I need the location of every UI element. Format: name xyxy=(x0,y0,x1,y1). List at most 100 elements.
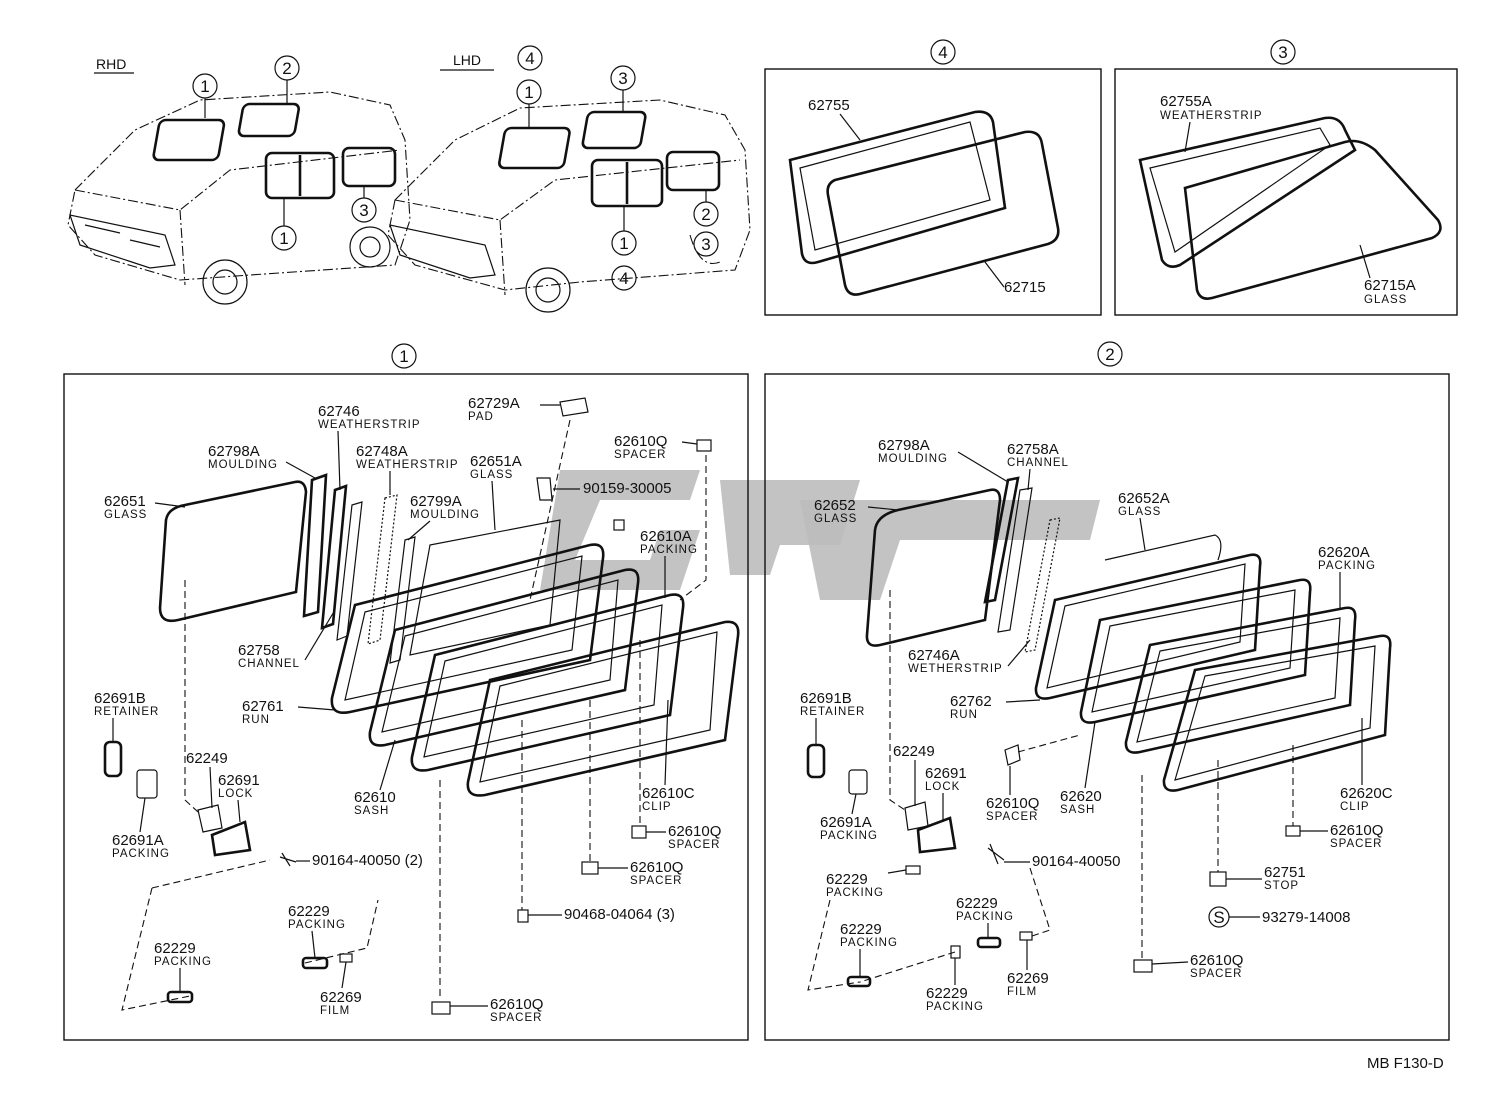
panel-3-nm-glass: GLASS xyxy=(1364,294,1407,306)
p1-pn-62610A: 62610A xyxy=(640,528,692,545)
p2-pn-62620: 62620 xyxy=(1060,788,1102,805)
rhd-marker-1a: 1 xyxy=(192,73,218,118)
p2-nm-spacer-b: SPACER xyxy=(1330,838,1382,850)
p1-nm-packing-691a: PACKING xyxy=(112,848,170,860)
p1-pn-90468-04064: 90468-04064 (3) xyxy=(564,906,675,923)
p2-nm-lock: LOCK xyxy=(925,781,960,793)
p2-pn-62229-a: 62229 xyxy=(826,871,868,888)
p2-nm-packing-a: PACKING xyxy=(1318,560,1376,572)
p1-nm-pad: PAD xyxy=(468,411,494,423)
p2-nm-clip: CLIP xyxy=(1340,801,1370,813)
p1-nm-packing-229a: PACKING xyxy=(288,919,346,931)
p1-pn-62269: 62269 xyxy=(320,989,362,1006)
p2-nm-run: RUN xyxy=(950,709,978,721)
panel-2-marker: 2 xyxy=(1105,345,1114,364)
svg-text:4: 4 xyxy=(525,49,534,68)
p1-pn-62729A: 62729A xyxy=(468,395,520,412)
p1-pn-62610Q-c: 62610Q xyxy=(630,859,683,876)
p1-pn-62229-b: 62229 xyxy=(154,940,196,957)
p1-pn-62249: 62249 xyxy=(186,750,228,767)
p2-pn-62620A: 62620A xyxy=(1318,544,1370,561)
svg-text:3: 3 xyxy=(701,235,710,254)
panel-4-pn-62755: 62755 xyxy=(808,97,850,114)
rhd-label: RHD xyxy=(96,56,126,72)
panel-3-marker: 3 xyxy=(1278,43,1287,62)
panel-1: 1 xyxy=(63,343,749,1041)
svg-text:1: 1 xyxy=(200,77,209,96)
p1-pn-90159-30005: 90159-30005 xyxy=(583,480,671,497)
p2-pn-62229-b: 62229 xyxy=(956,895,998,912)
panel-4: 4 62755 62715 xyxy=(764,39,1102,316)
svg-text:3: 3 xyxy=(618,69,627,88)
panel-3-pn-62715A: 62715A xyxy=(1364,277,1416,294)
p2-pn-90164-40050: 90164-40050 xyxy=(1032,853,1120,870)
p1-nm-packing-229b: PACKING xyxy=(154,956,212,968)
p1-pn-62610: 62610 xyxy=(354,789,396,806)
p1-nm-packing-a: PACKING xyxy=(640,544,698,556)
p2-pn-93279-14008: 93279-14008 xyxy=(1262,909,1350,926)
p1-nm-glass: GLASS xyxy=(104,509,147,521)
p2-pn-62758A: 62758A xyxy=(1007,441,1059,458)
svg-text:1: 1 xyxy=(279,229,288,248)
lhd-marker-4a: 4 xyxy=(517,45,543,71)
p1-pn-62799A: 62799A xyxy=(410,493,462,510)
p1-pn-62746: 62746 xyxy=(318,403,360,420)
p2-pn-62229-d: 62229 xyxy=(926,985,968,1002)
rhd-van-illustration: RHD 1 2 1 3 xyxy=(67,55,411,305)
p2-pn-62751: 62751 xyxy=(1264,864,1306,881)
watermark-logo xyxy=(540,470,1100,600)
p1-nm-channel: CHANNEL xyxy=(238,658,300,670)
svg-text:S: S xyxy=(1213,908,1224,927)
lhd-marker-3a: 3 xyxy=(610,65,636,112)
svg-text:2: 2 xyxy=(282,59,291,78)
p2-pn-62610Q-a: 62610Q xyxy=(986,795,1039,812)
p2-pn-62229-c: 62229 xyxy=(840,921,882,938)
p2-pn-62620C: 62620C xyxy=(1340,785,1393,802)
p1-pn-62610Q-a: 62610Q xyxy=(614,433,667,450)
p1-nm-lock: LOCK xyxy=(218,788,253,800)
panel-4-pn-62715: 62715 xyxy=(1004,279,1046,296)
p1-nm-run: RUN xyxy=(242,714,270,726)
p2-pn-62746A: 62746A xyxy=(908,647,960,664)
p1-nm-weatherstrip-2: WEATHERSTRIP xyxy=(356,459,459,471)
p2-nm-retainer: RETAINER xyxy=(800,706,865,718)
svg-text:4: 4 xyxy=(619,269,628,288)
lhd-marker-1a: 1 xyxy=(516,79,542,128)
p2-pn-62610Q-b: 62610Q xyxy=(1330,822,1383,839)
p2-nm-sash: SASH xyxy=(1060,804,1095,816)
p2-nm-packing-229a: PACKING xyxy=(826,887,884,899)
lhd-marker-2: 2 xyxy=(693,190,719,227)
panel-2: 2 S xyxy=(764,341,1450,1041)
svg-text:1: 1 xyxy=(619,234,628,253)
p2-nm-spacer-a: SPACER xyxy=(986,811,1038,823)
p1-nm-clip: CLIP xyxy=(642,801,672,813)
p2-nm-moulding: MOULDING xyxy=(878,453,948,465)
lhd-van-illustration: LHD 4 1 3 1 xyxy=(387,45,751,313)
p1-pn-62651: 62651 xyxy=(104,493,146,510)
p1-nm-film: FILM xyxy=(320,1005,350,1017)
p1-pn-62748A: 62748A xyxy=(356,443,408,460)
p1-nm-weatherstrip: WEATHERSTRIP xyxy=(318,419,421,431)
p1-nm-spacer-c: SPACER xyxy=(630,875,682,887)
rhd-marker-2: 2 xyxy=(274,55,300,104)
p2-nm-packing-229d: PACKING xyxy=(926,1001,984,1013)
p2-pn-62652A: 62652A xyxy=(1118,490,1170,507)
p2-nm-glass-a: GLASS xyxy=(1118,506,1161,518)
p2-pn-62610Q-c: 62610Q xyxy=(1190,952,1243,969)
s-marker: S xyxy=(1208,906,1230,928)
p2-pn-62798A: 62798A xyxy=(878,437,930,454)
p1-pn-62691A: 62691A xyxy=(112,832,164,849)
p2-pn-62652: 62652 xyxy=(814,497,856,514)
p1-pn-62610Q-d: 62610Q xyxy=(490,996,543,1013)
p2-nm-wetherstrip: WETHERSTRIP xyxy=(908,663,1003,675)
p2-pn-62691A: 62691A xyxy=(820,814,872,831)
p2-nm-stop: STOP xyxy=(1264,880,1299,892)
rhd-marker-1b: 1 xyxy=(271,198,297,251)
p2-pn-62691B: 62691B xyxy=(800,690,852,707)
p2-nm-glass: GLASS xyxy=(814,513,857,525)
p1-pn-90164-40050: 90164-40050 (2) xyxy=(312,852,423,869)
p1-pn-62229-a: 62229 xyxy=(288,903,330,920)
lhd-label: LHD xyxy=(453,52,481,68)
svg-text:1: 1 xyxy=(524,83,533,102)
p2-pn-62762: 62762 xyxy=(950,693,992,710)
